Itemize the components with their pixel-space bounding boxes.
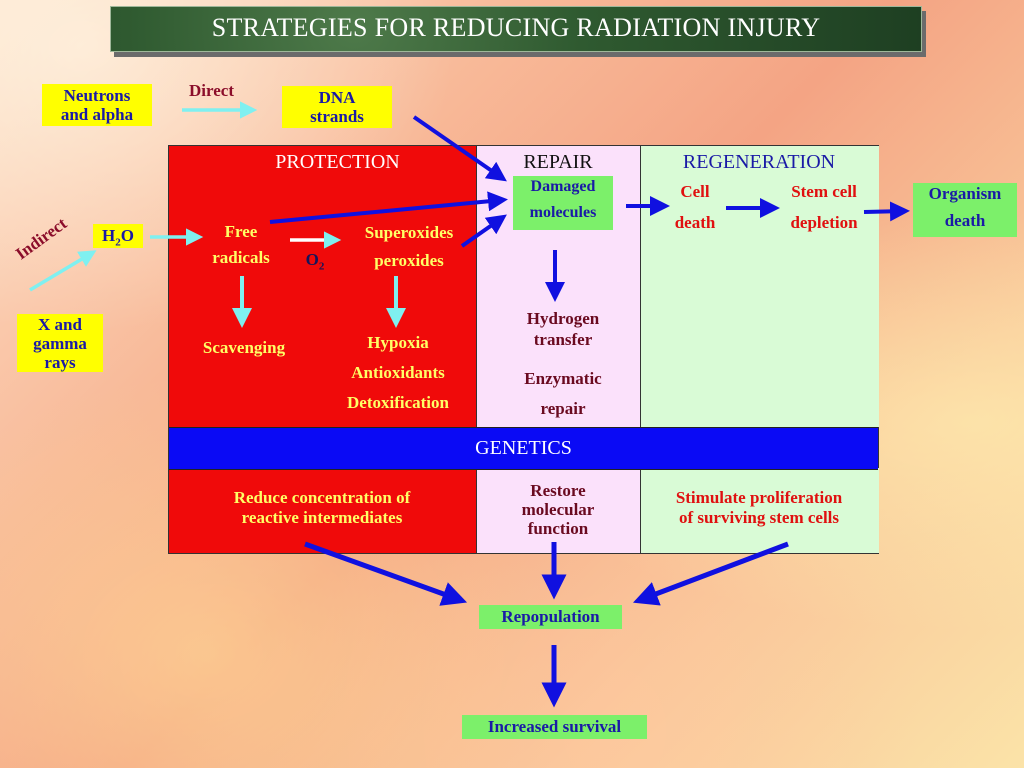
regeneration-genetics-cell xyxy=(640,468,879,553)
protection-genetics-cell xyxy=(169,468,476,553)
indirect-arrow xyxy=(29,250,97,292)
genetics-bar: GENETICS xyxy=(169,427,878,470)
protection-to-repopulation-arrow xyxy=(304,541,468,606)
stimulate-line1: Stimulate proliferation xyxy=(675,488,843,507)
stem-to-organism-arrow xyxy=(863,201,910,222)
enzymatic-line2: repair xyxy=(540,399,586,418)
superoxides-label: Superoxides peroxides xyxy=(344,219,474,275)
enzymatic-line1: Enzymatic xyxy=(524,369,602,388)
hydrogen-line1: Hydrogen xyxy=(526,309,600,328)
damaged-line1: Damaged xyxy=(530,178,596,195)
hypoxia-label: Hypoxia xyxy=(367,333,429,352)
hydrogen-line2: transfer xyxy=(533,330,593,349)
hydrogen-transfer-label: Hydrogen transfer xyxy=(486,308,640,350)
restore-function-label: Restore molecular function xyxy=(476,481,640,538)
super-line1: Superoxides xyxy=(364,223,454,242)
neutrons-alpha-label: Neutrons and alpha xyxy=(42,84,152,126)
stimulate-line2: of surviving stem cells xyxy=(678,508,840,527)
restore-line3: function xyxy=(527,519,589,538)
direct-label: Direct xyxy=(189,81,234,100)
cell-line1: Cell xyxy=(680,182,710,201)
cell-line2: death xyxy=(674,213,716,232)
organism-line1: Organism xyxy=(928,184,1002,203)
o2-o: O xyxy=(305,250,319,269)
reduce-concentration-label: Reduce concentration of reactive interme… xyxy=(176,488,468,528)
h2o-o: O xyxy=(120,226,134,245)
restore-line1: Restore xyxy=(530,481,586,500)
h2o-label: H2O xyxy=(93,224,143,248)
regeneration-heading: REGENERATION xyxy=(682,151,836,173)
damaged-molecules-label: Damaged molecules xyxy=(513,176,613,230)
organism-line2: death xyxy=(944,211,986,230)
repair-heading: REPAIR xyxy=(523,151,593,173)
xray-line2: gamma xyxy=(33,334,87,353)
dna-to-damaged-arrow xyxy=(412,115,507,182)
repair-genetics-cell xyxy=(476,468,641,553)
superoxides-to-damaged-arrow xyxy=(460,214,507,248)
free-line1: Free xyxy=(224,222,258,241)
stimulate-proliferation-label: Stimulate proliferation of surviving ste… xyxy=(640,488,878,528)
dna-strands-label: DNA strands xyxy=(282,86,392,128)
detoxification-label: Detoxification xyxy=(347,393,449,412)
cell-death-label: Cell death xyxy=(655,181,735,243)
repopulation-label: Repopulation xyxy=(479,605,622,629)
enzymatic-repair-label: Enzymatic repair xyxy=(486,364,640,424)
protection-column xyxy=(169,146,476,427)
xray-line3: rays xyxy=(44,353,76,372)
regeneration-to-repopulation-arrow xyxy=(632,541,789,606)
h2o-h: H xyxy=(102,226,116,245)
dna-line2: strands xyxy=(310,107,364,126)
reduce-line1: Reduce concentration of xyxy=(233,488,411,507)
o2-label: O2 xyxy=(298,250,332,272)
page-title: STRATEGIES FOR REDUCING RADIATION INJURY xyxy=(110,6,922,52)
regeneration-column xyxy=(640,146,879,427)
neutrons-line1: Neutrons xyxy=(63,86,131,105)
h2o-sub: 2 xyxy=(115,236,121,249)
super-line2: peroxides xyxy=(374,251,444,270)
reduce-line2: reactive intermediates xyxy=(241,508,403,527)
increased-survival-label: Increased survival xyxy=(462,715,647,739)
xray-gamma-label: X and gamma rays xyxy=(17,314,103,372)
stem-cell-depletion-label: Stem cell depletion xyxy=(772,181,876,243)
free-radicals-label: Free radicals xyxy=(186,219,296,271)
scavenging-label: Scavenging xyxy=(202,338,286,357)
xray-line1: X and xyxy=(38,315,82,334)
organism-death-label: Organism death xyxy=(913,183,1017,237)
stem-line1: Stem cell xyxy=(791,182,857,201)
free-line2: radicals xyxy=(212,248,270,267)
neutrons-line2: and alpha xyxy=(60,105,134,124)
restore-line2: molecular xyxy=(521,500,595,519)
stem-line2: depletion xyxy=(790,213,858,232)
antioxidants-label: Antioxidants xyxy=(351,363,445,382)
damaged-line2: molecules xyxy=(529,204,597,221)
dna-line1: DNA xyxy=(318,88,356,107)
protection-heading: PROTECTION xyxy=(275,151,400,173)
o2-sub: 2 xyxy=(318,260,325,273)
radicals-to-damaged-arrow xyxy=(269,191,508,224)
